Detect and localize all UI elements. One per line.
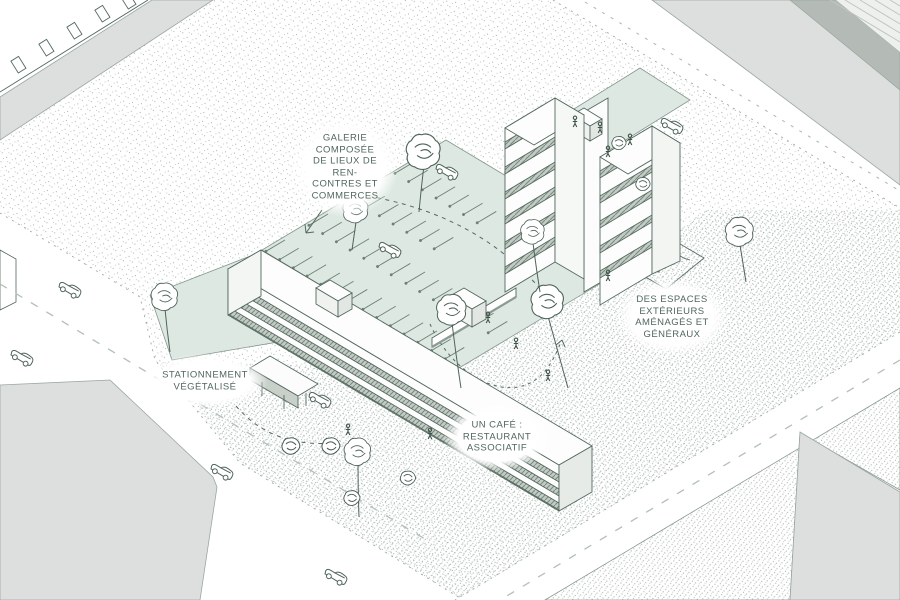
label-line: DES ESPACES xyxy=(636,293,708,305)
label-line: RESTAURANT xyxy=(462,431,532,443)
tower-b xyxy=(599,125,681,306)
label-line: COMPOSÉE xyxy=(315,143,375,155)
tower-a xyxy=(504,97,585,293)
parcel-bottom-left xyxy=(0,379,218,600)
label-line: COMMERCES xyxy=(311,190,379,202)
small-building-left-edge xyxy=(0,249,17,311)
road-top-left xyxy=(0,0,214,141)
tower-buildings xyxy=(504,97,681,306)
label-line: UN CAFÉ : xyxy=(471,419,523,431)
trees xyxy=(150,133,754,518)
label-line: VÉGÉTALISÉ xyxy=(173,381,237,392)
corner-building-facade xyxy=(0,0,149,93)
roof-box xyxy=(315,279,353,318)
label-line: STATIONNEMENT xyxy=(162,369,248,381)
label-espaces: DES ESPACES EXTÉRIEURS AMÉNAGÉS ET GÉNÉR… xyxy=(615,277,729,357)
building-band-top-right xyxy=(789,0,900,91)
label-line: EXTÉRIEURS xyxy=(639,305,705,317)
label-galerie: GALERIE COMPOSÉE DE LIEUX DE REN- CONTRE… xyxy=(291,116,399,218)
label-cafe: UN CAFÉ : RESTAURANT ASSOCIATIF xyxy=(442,403,552,471)
parcel-top-right xyxy=(651,0,900,186)
hatched-roof-corner xyxy=(829,0,900,52)
label-line: ASSOCIATIF xyxy=(466,442,528,454)
parcel-bottom-right xyxy=(740,431,900,600)
label-leader-arrow xyxy=(304,209,323,234)
slab-end-west xyxy=(227,249,262,316)
label-line: GALERIE xyxy=(322,132,368,144)
label-stationnement: STATIONNEMENT VÉGÉTALISÉ xyxy=(142,353,268,409)
label-line: GÉNÉRAUX xyxy=(643,328,701,340)
label-line: DE LIEUX DE xyxy=(312,155,378,167)
label-line: CONTRES ET xyxy=(312,178,378,190)
label-line: AMÉNAGÉS ET xyxy=(635,317,709,328)
slab-end-east xyxy=(558,445,593,512)
label-line: REN- xyxy=(332,167,358,178)
